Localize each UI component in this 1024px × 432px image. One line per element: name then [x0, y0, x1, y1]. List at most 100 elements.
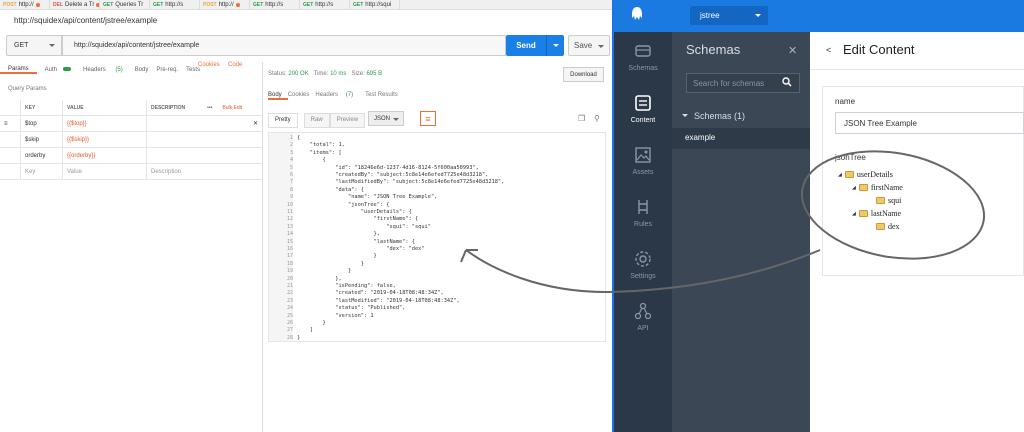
tree-node-label: firstName: [870, 183, 903, 192]
page-title: Edit Content: [843, 42, 915, 57]
nav-item-content[interactable]: Content: [614, 88, 672, 136]
format-select[interactable]: JSON: [368, 111, 404, 126]
tab-auth[interactable]: Auth: [37, 67, 75, 73]
preview-button[interactable]: Preview: [329, 112, 366, 128]
tab-response-headers[interactable]: Headers (7): [315, 92, 365, 100]
new-value-input[interactable]: Value: [62, 163, 146, 180]
cookies-link[interactable]: Cookies: [198, 62, 220, 68]
line-number: 4: [269, 157, 293, 164]
param-key[interactable]: orderby: [20, 147, 62, 164]
drag-handle-icon[interactable]: [0, 132, 20, 148]
tree-node-lastname[interactable]: ◢lastName: [852, 209, 901, 218]
new-key-input[interactable]: Key: [20, 163, 62, 180]
window-divider: [612, 0, 614, 432]
param-description[interactable]: [146, 147, 262, 164]
method-select[interactable]: GET: [6, 35, 62, 56]
line-number: 2: [269, 142, 293, 149]
pane-divider[interactable]: [262, 62, 263, 432]
send-button[interactable]: Send: [506, 35, 546, 56]
tree-node-squi[interactable]: squi: [876, 196, 901, 205]
code-line: "id": "18246e6d-1237-4d16-8124-5f600aa50…: [297, 164, 479, 171]
nav-item-label: Rules: [634, 221, 652, 228]
drag-handle-icon[interactable]: [0, 148, 20, 164]
wrap-lines-icon[interactable]: ≡: [420, 111, 436, 126]
more-icon[interactable]: •••: [207, 104, 213, 111]
search-icon[interactable]: ⚲: [594, 114, 600, 123]
code-line: },: [297, 275, 342, 282]
tab-response-cookies[interactable]: Cookies: [287, 92, 310, 98]
schema-group[interactable]: Schemas (1): [682, 111, 745, 121]
tree-node-firstname[interactable]: ◢ firstName: [852, 183, 903, 192]
table-row[interactable]: orderby{{orderby}}: [0, 147, 262, 164]
nav-item-settings[interactable]: Settings: [614, 244, 672, 292]
new-description-input[interactable]: Description: [146, 163, 262, 180]
schema-item-example[interactable]: example: [672, 128, 810, 149]
tab-test-results[interactable]: Test Results: [365, 92, 398, 98]
param-value[interactable]: {{$skip}}: [62, 131, 146, 148]
raw-button[interactable]: Raw: [303, 112, 330, 128]
close-icon[interactable]: ✕: [788, 45, 798, 57]
copy-icon[interactable]: ❐: [578, 114, 586, 123]
tab-headers[interactable]: Headers (5): [75, 67, 131, 73]
search-icon[interactable]: [782, 77, 792, 87]
tree-node-dex[interactable]: dex: [876, 222, 900, 231]
method-badge: POST: [3, 2, 17, 8]
time-value: 10 ms: [330, 71, 347, 77]
param-key[interactable]: $top: [20, 115, 62, 132]
expand-icon[interactable]: ◢: [838, 172, 842, 178]
url-input[interactable]: http://squidex/api/content/jstree/exampl…: [62, 35, 506, 56]
params-rows: ≡ $top{{$top}} ✕ $skip{{$skip}}orderby{{ord…: [0, 115, 262, 164]
nav-item-assets[interactable]: Assets: [614, 140, 672, 188]
close-icon[interactable]: ✕: [252, 121, 258, 127]
line-number: 7: [269, 179, 293, 186]
pretty-button[interactable]: Pretty: [268, 112, 298, 128]
expand-icon[interactable]: ◢: [852, 185, 856, 191]
nav-item-api[interactable]: API: [614, 296, 672, 344]
schema-group-label: Schemas (1): [694, 111, 746, 121]
tab-headers-count: (5): [115, 67, 123, 73]
back-icon[interactable]: <: [826, 45, 832, 55]
nav-item-rules[interactable]: Rules: [614, 192, 672, 240]
param-value[interactable]: {{$top}}: [62, 115, 146, 132]
new-param-row[interactable]: Key Value Description: [0, 163, 262, 180]
schema-search-input[interactable]: Search for schemas: [686, 73, 800, 93]
code-line: "lastName": {: [297, 238, 415, 245]
expand-icon[interactable]: ◢: [852, 211, 856, 217]
download-button[interactable]: Download: [563, 67, 604, 82]
send-options-button[interactable]: [546, 35, 564, 56]
param-key[interactable]: $skip: [20, 131, 62, 148]
code-line: }: [297, 320, 326, 326]
table-row[interactable]: $skip{{$skip}}: [0, 131, 262, 148]
save-button[interactable]: Save: [568, 35, 610, 56]
code-link[interactable]: Code: [228, 62, 243, 68]
squidex-logo-icon[interactable]: [628, 6, 646, 24]
param-description[interactable]: [146, 131, 262, 148]
tab-tests[interactable]: Tests: [186, 67, 201, 73]
param-description[interactable]: ✕: [146, 115, 262, 132]
code-line: "dex": "dex": [297, 246, 425, 252]
response-body-editor[interactable]: 1{2 "total": 1,3 "items": [4 {5 "id": "1…: [268, 132, 606, 342]
code-line: "squi": "squi": [297, 223, 431, 230]
nav-item-schemas[interactable]: Schemas: [614, 36, 672, 84]
tab-params[interactable]: Params: [0, 66, 37, 74]
tree-node-userdetails[interactable]: ◢userDetails: [838, 170, 893, 179]
param-value[interactable]: {{orderby}}: [62, 147, 146, 164]
app-selector[interactable]: jstree: [690, 6, 768, 25]
url-bar: GET http://squidex/api/content/jstree/ex…: [6, 35, 610, 56]
drag-handle-icon[interactable]: ≡: [4, 120, 8, 127]
tab-body[interactable]: Body: [134, 67, 149, 73]
tab-response-body[interactable]: Body: [268, 92, 288, 100]
bulk-edit-link[interactable]: Bulk Edit: [222, 104, 243, 111]
name-input[interactable]: JSON Tree Example: [835, 112, 1024, 134]
table-row[interactable]: ≡ $top{{$top}} ✕: [0, 115, 262, 132]
tab-prereq[interactable]: Pre-req.: [156, 67, 179, 73]
